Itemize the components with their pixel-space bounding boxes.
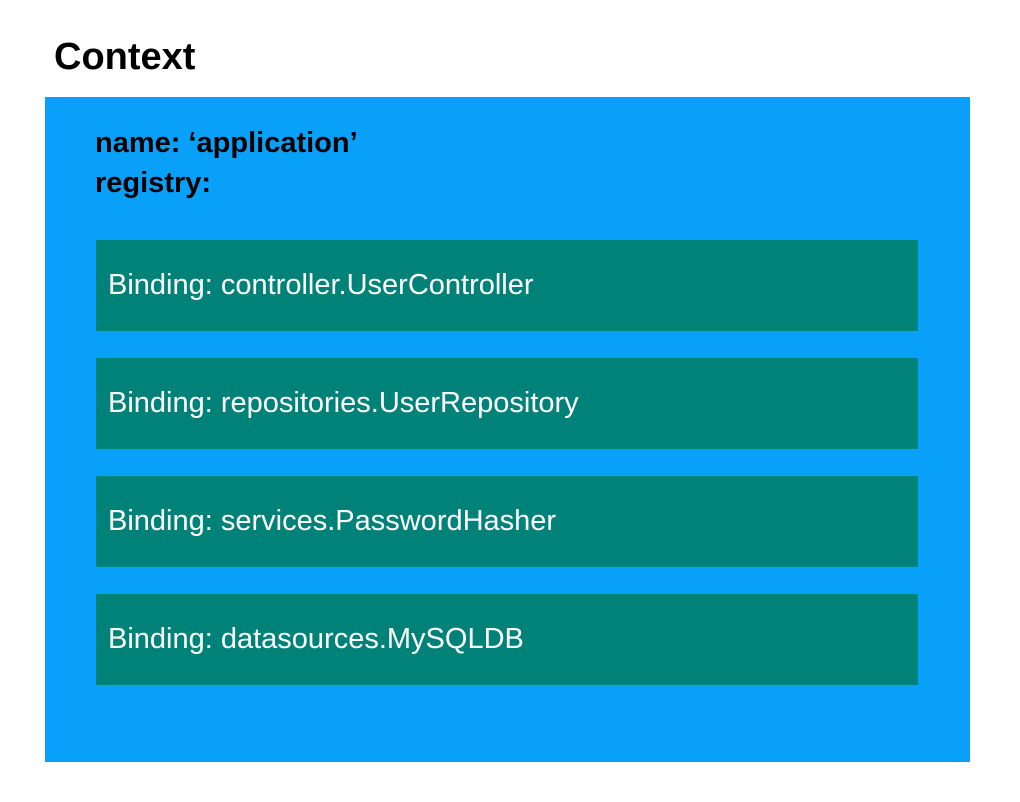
context-registry-property: registry: [95,167,212,199]
binding-label: Binding: repositories.UserRepository [108,387,579,419]
context-container: name: ‘application’ registry: Binding: c… [45,97,970,762]
binding-bar-service: Binding: services.PasswordHasher [96,476,918,567]
binding-label: Binding: controller.UserController [108,269,534,301]
binding-bar-controller: Binding: controller.UserController [96,240,918,331]
binding-label: Binding: datasources.MySQLDB [108,623,524,655]
diagram-title: Context [54,36,196,78]
context-properties: name: ‘application’ registry: [95,123,358,203]
context-name-property: name: ‘application’ [95,127,358,159]
binding-bar-datasource: Binding: datasources.MySQLDB [96,594,918,685]
binding-bar-repository: Binding: repositories.UserRepository [96,358,918,449]
binding-label: Binding: services.PasswordHasher [108,505,557,537]
